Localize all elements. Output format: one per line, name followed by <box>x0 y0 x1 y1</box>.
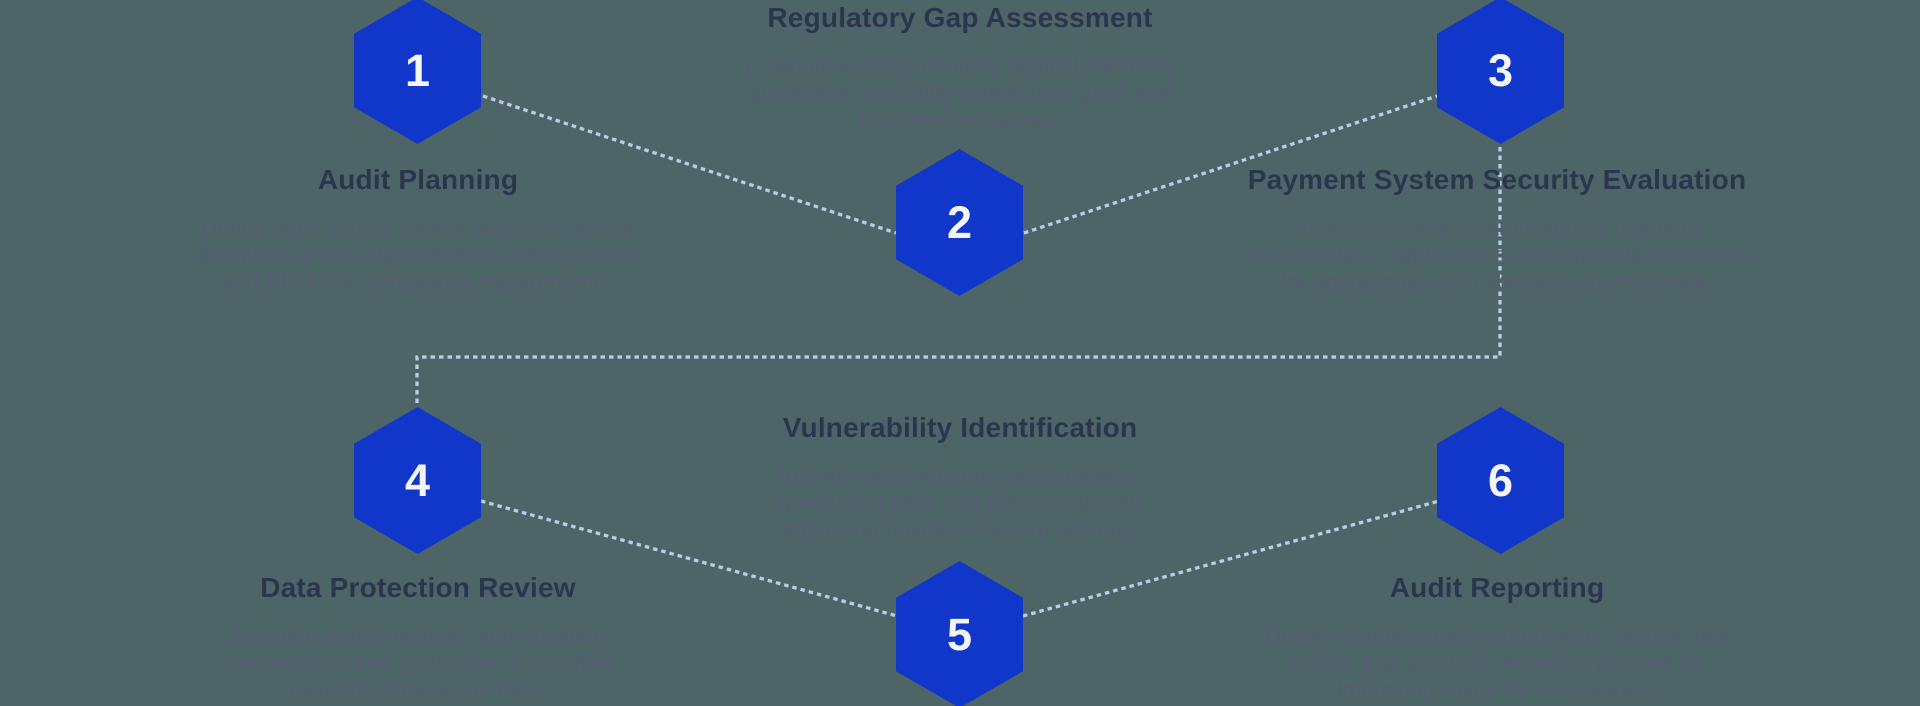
step-1-title: Audit Planning <box>317 164 519 195</box>
step-1-number: 1 <box>404 45 431 96</box>
step-5-description: Identify cybersecurity vulnerabilities, … <box>773 463 1147 542</box>
step-4-title: Data Protection Review <box>260 572 576 603</box>
step-5-title: Vulnerability Identification <box>782 412 1138 443</box>
step-2-title: Regulatory Gap Assessment <box>767 2 1153 33</box>
step-6-title: Audit Reporting <box>1389 572 1605 603</box>
step-4-number: 4 <box>404 455 431 506</box>
step-5-number: 5 <box>946 609 973 660</box>
step-2-hexagon-icon: 2 <box>896 149 1023 296</box>
step-6-description: Deliver detailed audit reports with find… <box>1265 623 1729 702</box>
step-1-description: Define audit scope, review payment syste… <box>197 215 639 294</box>
step-3-description: Assess security controls across payment … <box>1243 215 1751 294</box>
step-6-number: 6 <box>1487 455 1514 506</box>
step-2-number: 2 <box>946 197 973 248</box>
step-3-title: Payment System Security Evaluation <box>1247 164 1747 195</box>
connector-step3-step4 <box>415 147 1502 407</box>
step-4-description: Evaluate authentication, authorization m… <box>221 623 615 702</box>
connector-step4-step5 <box>480 499 898 618</box>
connector-step5-step6 <box>1022 499 1440 618</box>
step-3-number: 3 <box>1487 45 1514 96</box>
step-2-description: Evaluate existing controls against RBI P… <box>745 53 1175 132</box>
